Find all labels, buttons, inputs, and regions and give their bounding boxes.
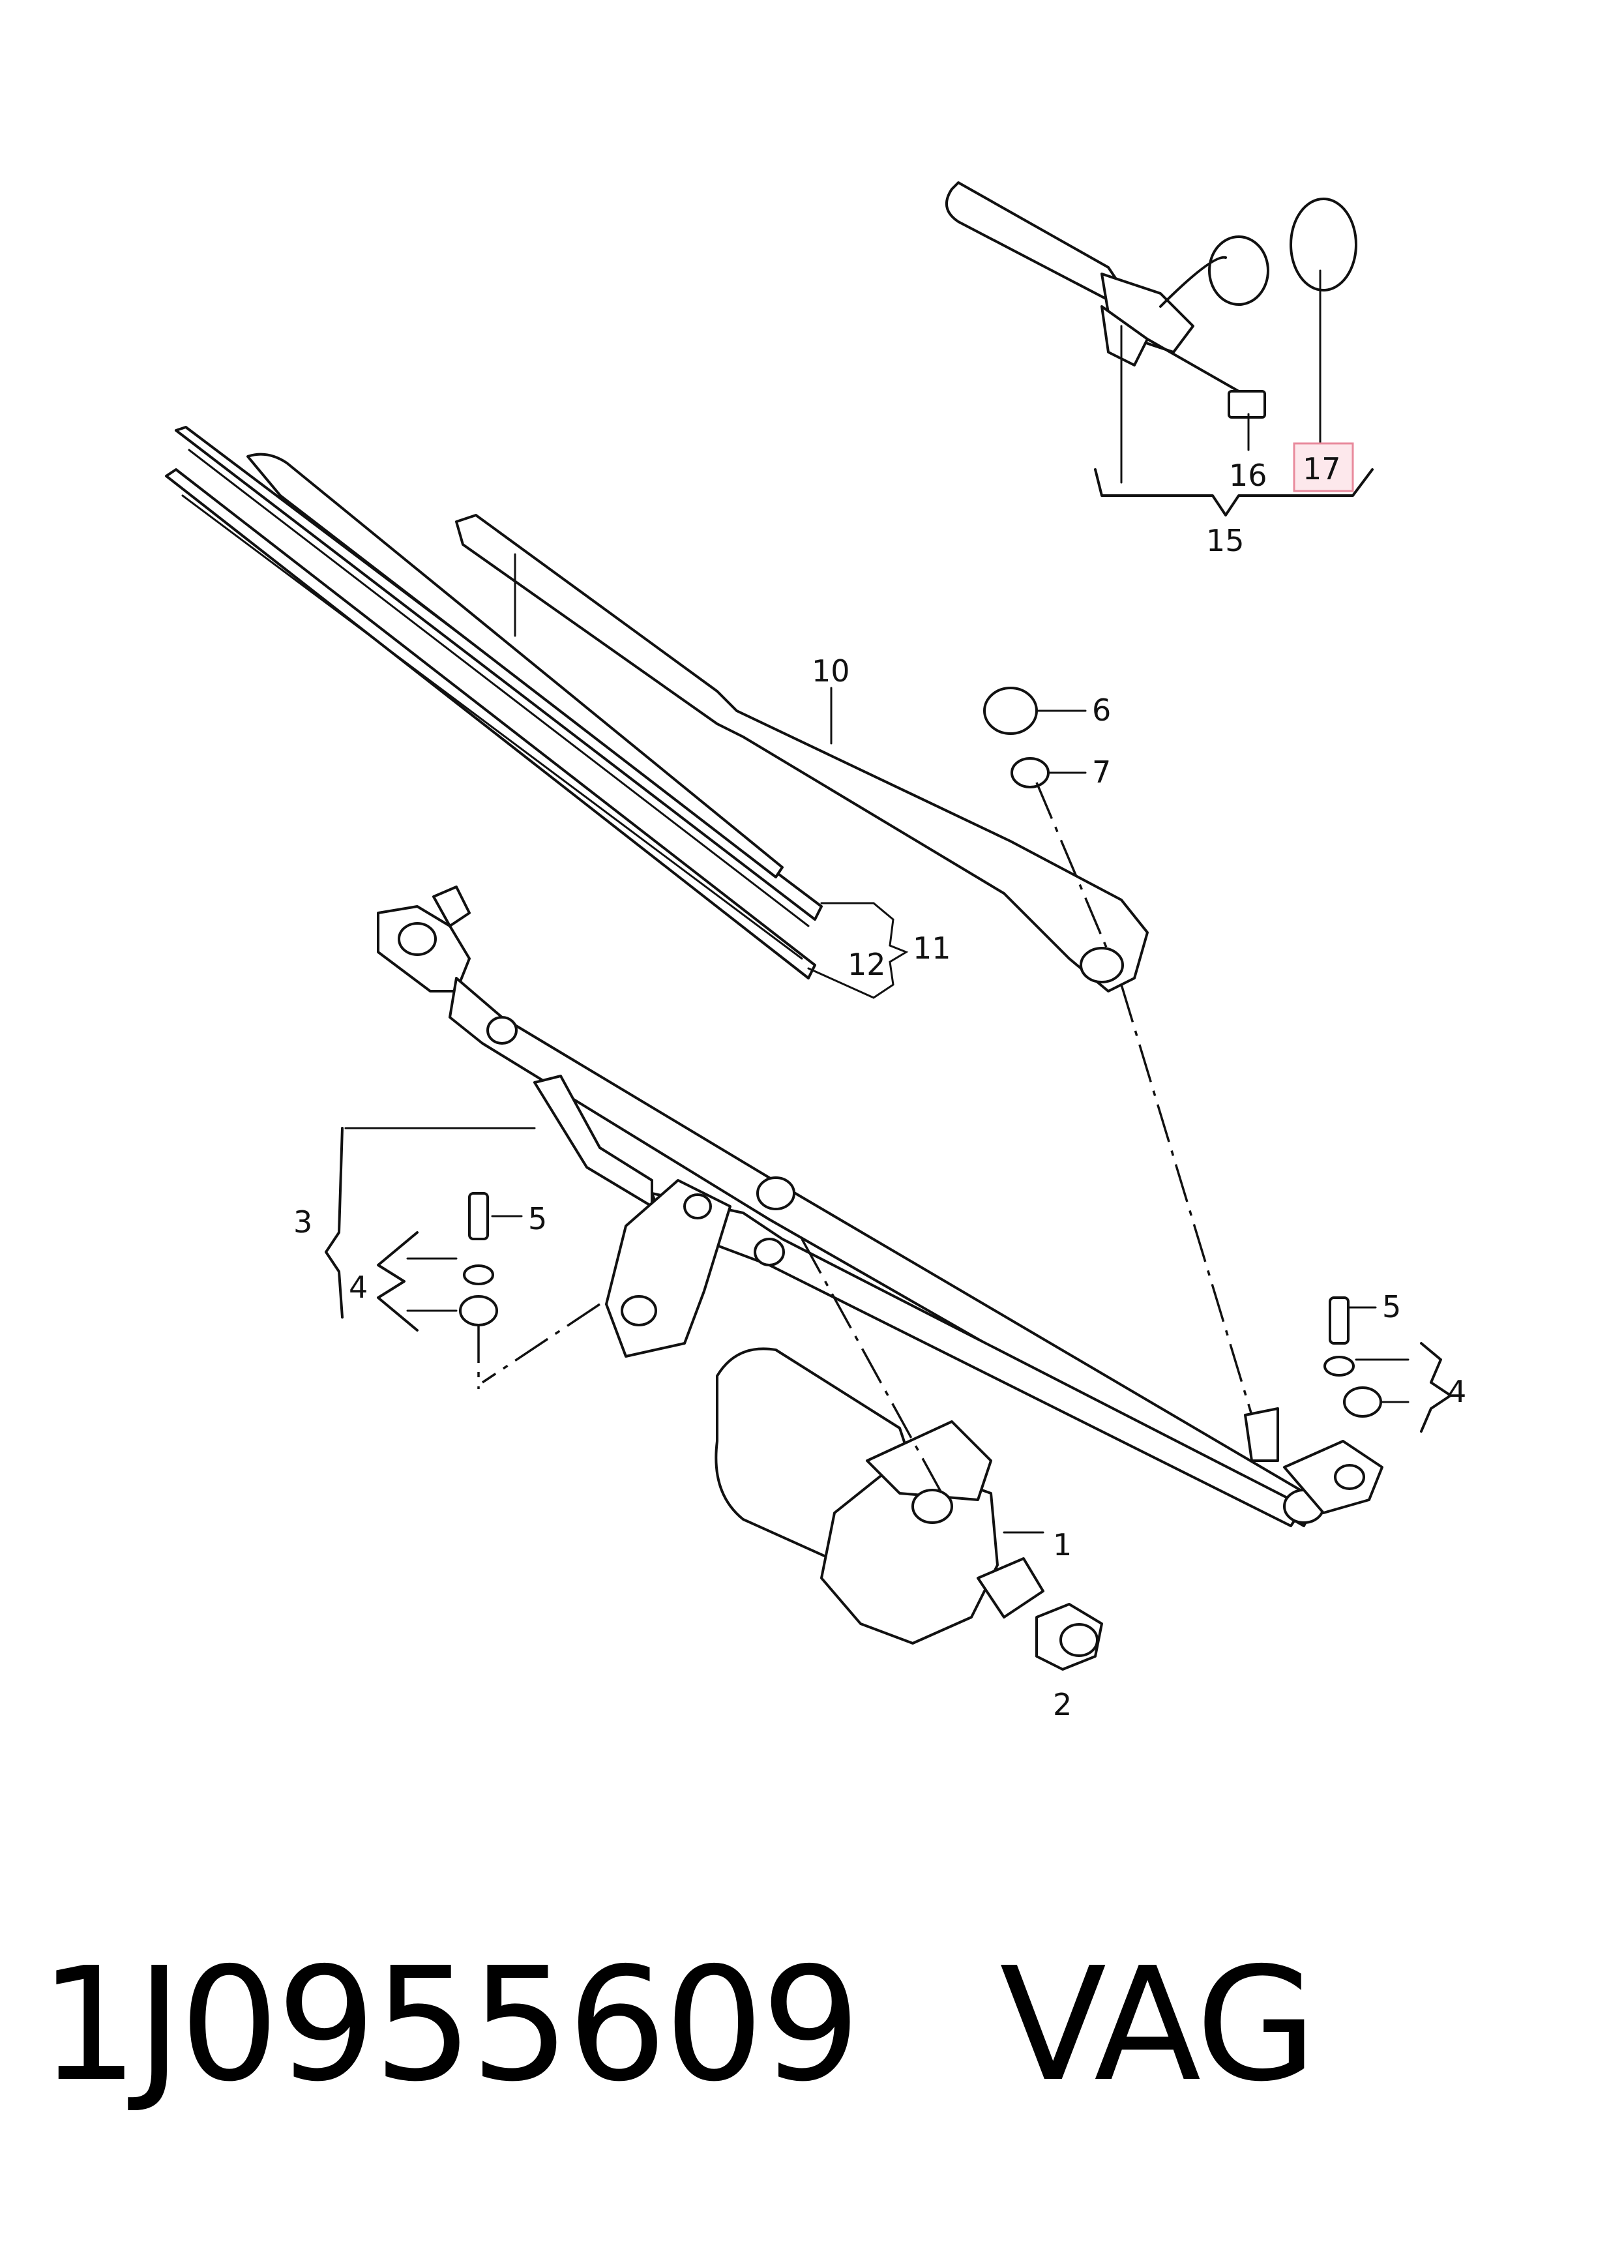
callout-7: 7 — [1092, 754, 1111, 790]
part-number: 1J0955609 — [39, 1933, 861, 2116]
callout-10: 10 — [812, 653, 850, 689]
callout-5-left: 5 — [528, 1201, 547, 1236]
callout-11: 11 — [913, 931, 951, 966]
callout-4-right: 4 — [1447, 1374, 1466, 1409]
washer-nozzle-assembly — [945, 181, 1374, 516]
callout-2: 2 — [1053, 1687, 1072, 1722]
brand-name: VAG — [999, 1933, 1317, 2116]
wiper-linkage-frame — [325, 886, 1383, 1527]
wiper-arm — [455, 514, 1149, 992]
mounting-hardware — [377, 1192, 1452, 1433]
cap-and-nut — [983, 687, 1087, 788]
callout-12: 12 — [848, 947, 886, 982]
part-number-footer: 1J0955609 VAG — [39, 1947, 1317, 2103]
callout-6: 6 — [1092, 693, 1111, 728]
callout-15: 15 — [1206, 523, 1245, 558]
callout-16: 16 — [1229, 458, 1267, 493]
wiper-blade-assembly — [165, 426, 909, 999]
callout-4-left: 4 — [349, 1270, 368, 1305]
callout-labels: 1 2 3 4 4 5 5 6 7 10 11 12 15 16 17 — [293, 451, 1466, 1722]
callout-17-highlight — [1293, 442, 1354, 492]
callout-17: 17 — [1303, 451, 1341, 486]
alignment-lines — [477, 782, 1253, 1500]
callout-5-right: 5 — [1382, 1289, 1401, 1324]
wiper-motor — [715, 1347, 1103, 1671]
callout-3: 3 — [293, 1204, 312, 1240]
callout-1: 1 — [1053, 1527, 1072, 1562]
